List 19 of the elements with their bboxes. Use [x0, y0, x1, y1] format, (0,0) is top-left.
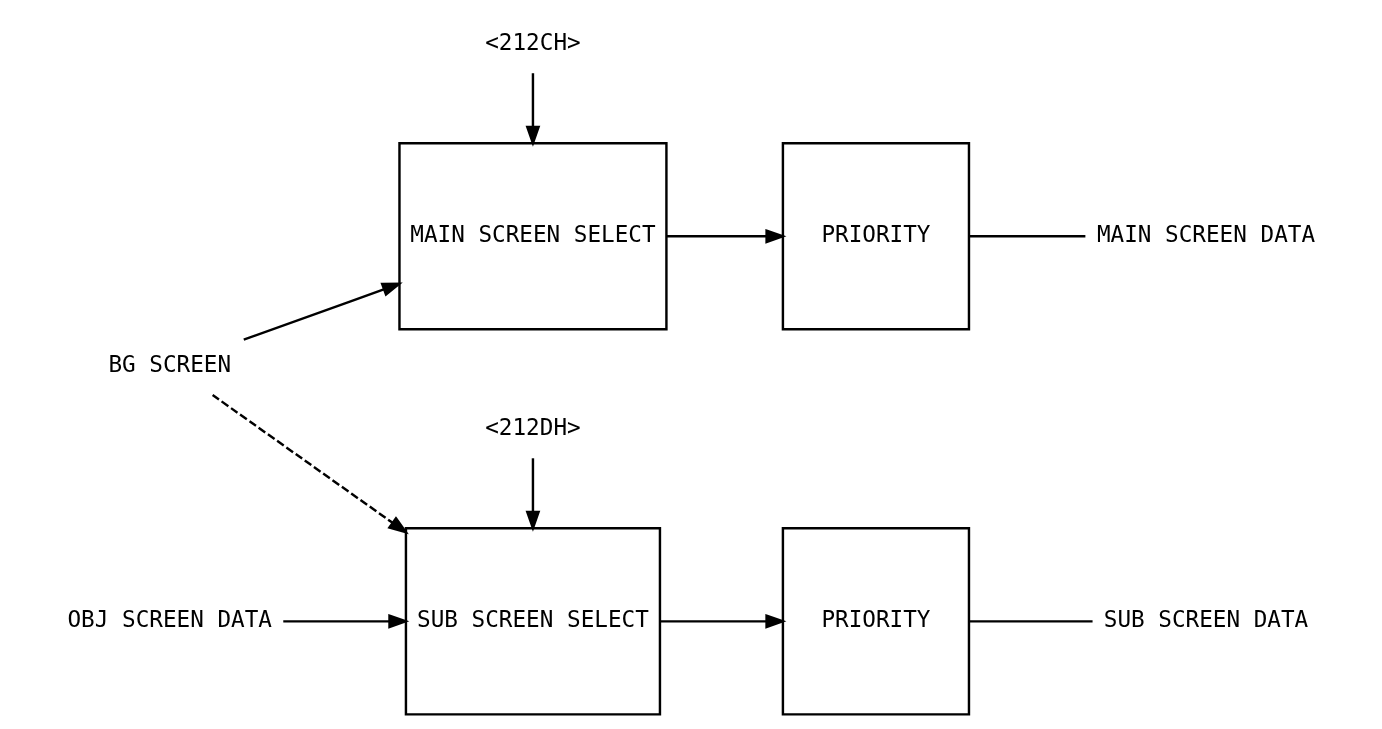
arrow	[242, 282, 403, 341]
arrow	[525, 458, 540, 532]
node-text: MAIN SCREEN DATA	[1096, 221, 1315, 248]
node-box: MAIN SCREEN SELECT	[397, 142, 668, 331]
node-box: PRIORITY	[781, 142, 970, 331]
node-text: <212DH>	[484, 413, 581, 440]
arrow	[659, 613, 786, 629]
arrow	[666, 228, 786, 244]
connector	[968, 620, 1093, 623]
arrow	[211, 394, 409, 535]
node-text: BG SCREEN	[107, 350, 231, 377]
node-box: SUB SCREEN SELECT	[404, 527, 661, 716]
node-box: PRIORITY	[781, 527, 970, 716]
node-text: OBJ SCREEN DATA	[66, 606, 272, 633]
node-text: SUB SCREEN DATA	[1103, 606, 1308, 633]
connector	[968, 235, 1085, 238]
arrow	[282, 613, 409, 629]
arrow	[525, 73, 540, 147]
node-text: <212CH>	[484, 28, 581, 55]
